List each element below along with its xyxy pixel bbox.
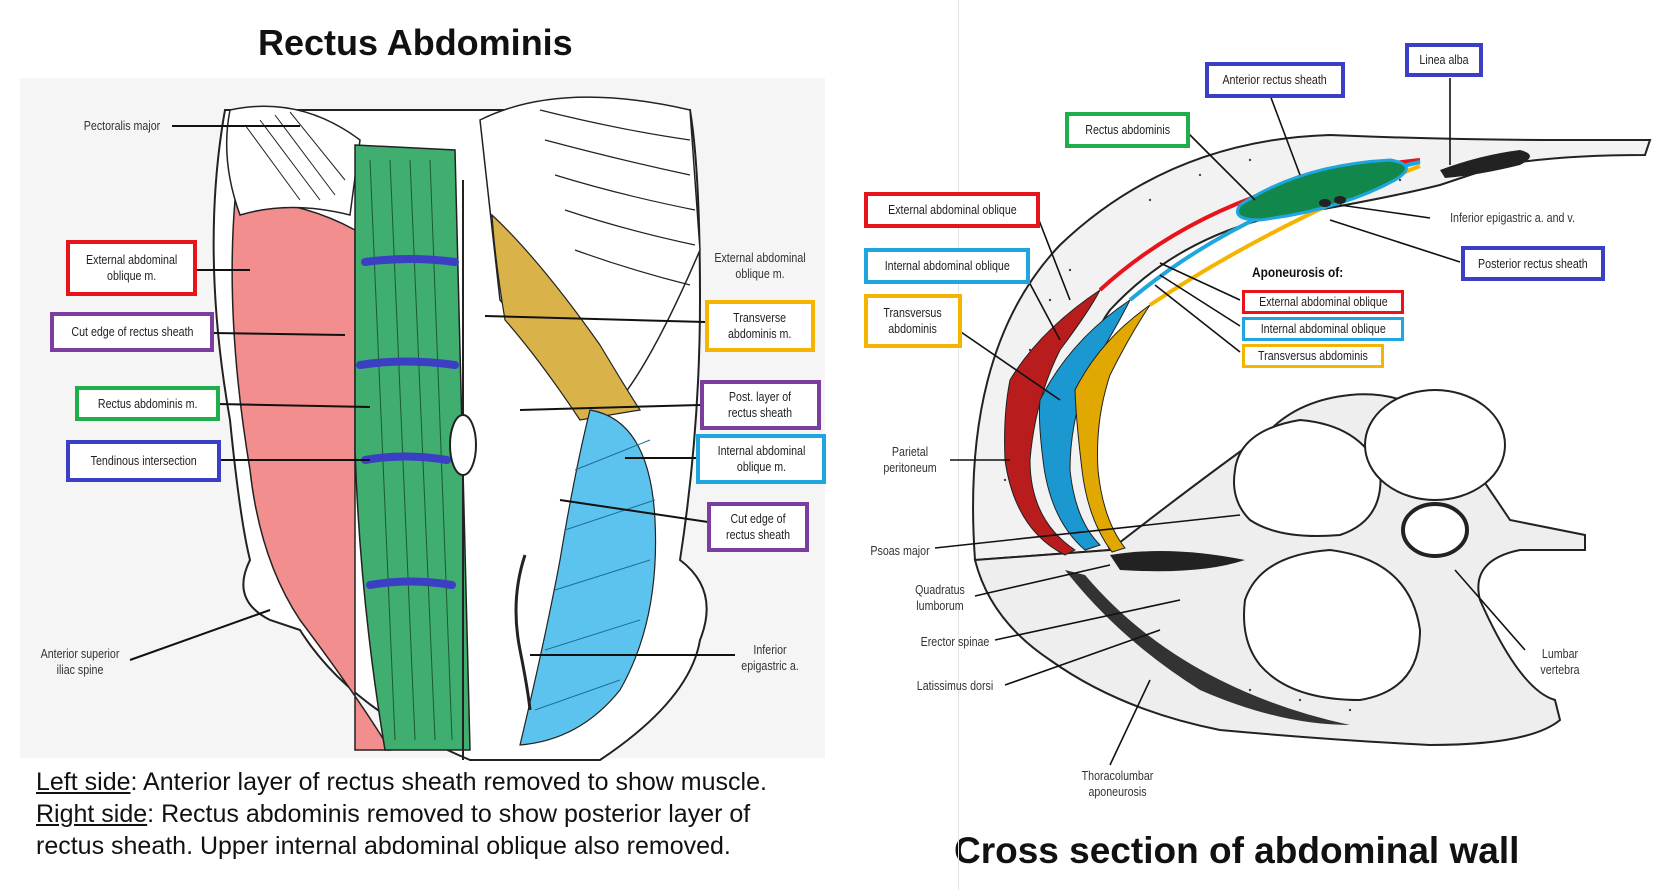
label-psoas-major: Psoas major	[870, 543, 930, 558]
latissimus-dorsi-section	[1065, 570, 1350, 725]
external-oblique-section	[1004, 288, 1102, 556]
caption-line-3: rectus sheath. Upper internal abdominal …	[36, 832, 731, 860]
umbilicus	[449, 414, 477, 476]
label-parietal-peritoneum: Parietal peritoneum	[883, 444, 937, 475]
box-transversus-cs: Transversus abdominis	[864, 294, 962, 348]
box-external-oblique-left: External abdominal oblique m.	[66, 240, 197, 296]
internal-oblique-fibres	[534, 439, 656, 711]
box-post-layer: Post. layer of rectus sheath	[700, 380, 821, 430]
caption-line-1: Left side: Anterior layer of rectus shea…	[36, 768, 767, 796]
box-apo-transversus: Transversus abdominis	[1242, 344, 1384, 368]
tendinous-line-2	[356, 357, 459, 369]
label-thoracolumbar: Thoracolumbar aponeurosis	[1081, 768, 1154, 799]
internal-oblique-section	[1038, 298, 1132, 551]
label-ext-oblique-right: External abdominal oblique m.	[714, 250, 806, 281]
label-inferior-epigastric-av: Inferior epigastric a. and v.	[1450, 210, 1575, 225]
label-inferior-epigastric: Inferior epigastric a.	[741, 642, 799, 673]
left-leader-lines	[129, 125, 735, 661]
label-erector: Erector spinae	[920, 634, 990, 649]
ribs-hatching	[539, 109, 696, 286]
panel-divider	[958, 0, 959, 890]
internal-oblique-muscle	[519, 409, 657, 746]
tendinous-line-4	[366, 577, 456, 589]
box-rectus-m: Rectus abdominis m.	[75, 386, 220, 421]
rectus-abdominis-section	[1236, 158, 1408, 222]
linea-alba-region	[1440, 150, 1530, 178]
right-leader-lines	[934, 78, 1526, 766]
transversus-section	[1074, 304, 1151, 553]
psoas-major-section	[1233, 418, 1382, 537]
pectoralis-major	[225, 105, 361, 216]
box-cut-edge-left: Cut edge of rectus sheath	[50, 312, 214, 352]
aponeurosis-heading: Aponeurosis of:	[1252, 264, 1344, 280]
label-pectoralis-major: Pectoralis major	[83, 118, 161, 133]
quadratus-lumborum-section	[1110, 551, 1245, 572]
vertebral-body	[1364, 389, 1506, 501]
spinal-canal	[1401, 502, 1469, 558]
box-anterior-rectus-sheath: Anterior rectus sheath	[1205, 62, 1345, 98]
erector-spinae-section	[1243, 548, 1422, 702]
left-caption: Left side: Anterior layer of rectus shea…	[36, 766, 767, 862]
box-linea-alba: Linea alba	[1405, 43, 1483, 77]
box-cut-edge-right: Cut edge of rectus sheath	[707, 502, 809, 552]
box-rectus-abdominis: Rectus abdominis	[1065, 112, 1190, 148]
pectoralis-hatching	[244, 111, 346, 201]
rectus-abdominis-muscle	[354, 144, 471, 751]
box-transverse: Transverse abdominis m.	[705, 300, 815, 352]
right-diagram-title: Cross section of abdominal wall	[954, 830, 1520, 871]
box-tendinous: Tendinous intersection	[66, 440, 221, 482]
box-apo-internal: Internal abdominal oblique	[1242, 317, 1404, 341]
tendinous-line-1	[361, 255, 459, 266]
inferior-epigastric-vessels	[1319, 196, 1346, 207]
label-latissimus: Latissimus dorsi	[916, 678, 994, 693]
tendinous-line-3	[361, 452, 451, 464]
label-lumbar-vertebra: Lumbar vertebra	[1540, 646, 1580, 677]
box-posterior-rectus-sheath: Posterior rectus sheath	[1461, 246, 1605, 281]
external-oblique-left	[231, 199, 392, 751]
tendinous-intersections	[356, 255, 459, 589]
box-external-oblique-cs: External abdominal oblique	[864, 192, 1040, 228]
box-internal-oblique: Internal abdominal oblique m.	[696, 434, 826, 484]
label-asis: Anterior superior iliac spine	[40, 646, 120, 677]
inferior-epigastric-artery	[514, 554, 532, 711]
caption-line-2: Right side: Rectus abdominis removed to …	[36, 800, 751, 828]
label-quadratus: Quadratus lumborum	[915, 582, 965, 613]
box-apo-external: External abdominal oblique	[1242, 290, 1404, 314]
box-internal-oblique-cs: Internal abdominal oblique	[864, 248, 1030, 284]
left-diagram-title: Rectus Abdominis	[258, 22, 573, 63]
